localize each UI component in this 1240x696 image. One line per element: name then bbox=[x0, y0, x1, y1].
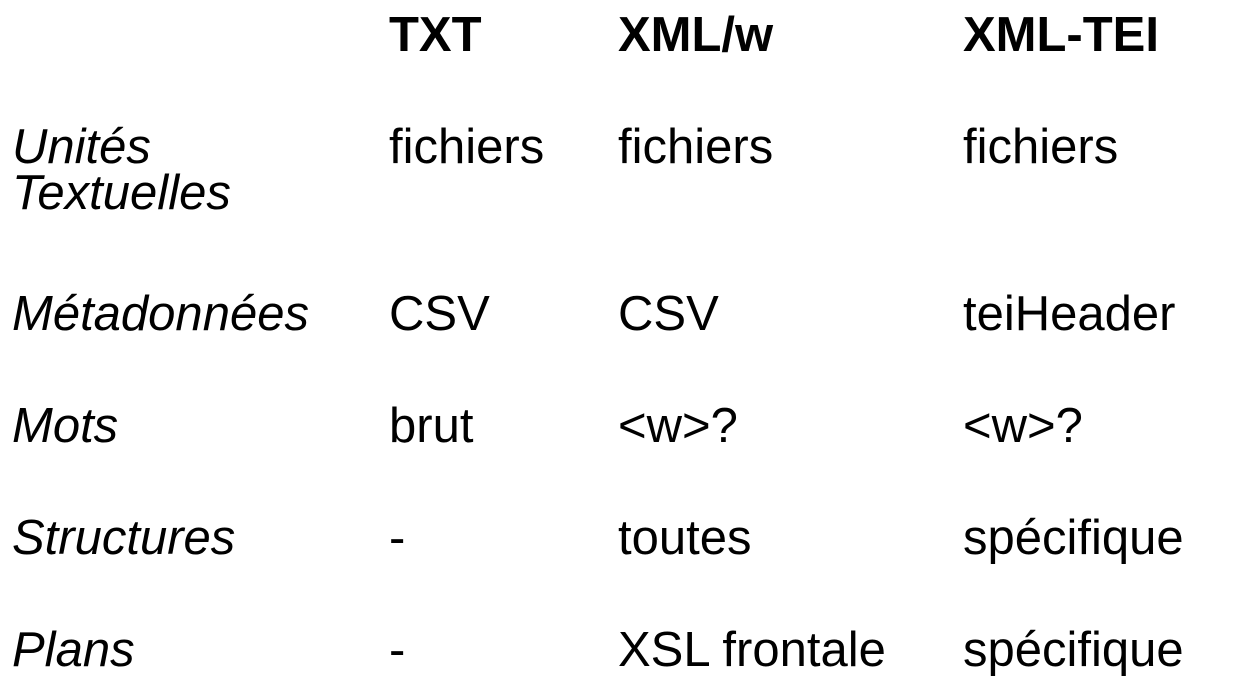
row-label-structures: Structures bbox=[12, 511, 236, 565]
table-cell: <w>? bbox=[618, 399, 738, 453]
table-cell: fichiers bbox=[389, 120, 545, 174]
table-cell: CSV bbox=[618, 287, 719, 341]
row-label-metadonnees: Métadonnées bbox=[12, 287, 309, 341]
table-cell: CSV bbox=[389, 287, 490, 341]
table-cell: brut bbox=[389, 399, 474, 453]
table-cell: - bbox=[389, 511, 406, 565]
column-header-xml-w: XML/w bbox=[618, 8, 774, 62]
column-header-xml-tei: XML-TEI bbox=[963, 8, 1159, 62]
table-cell: - bbox=[389, 623, 406, 677]
table-cell: teiHeader bbox=[963, 287, 1176, 341]
table-cell: <w>? bbox=[963, 399, 1083, 453]
column-header-txt: TXT bbox=[389, 8, 482, 62]
table-cell: toutes bbox=[618, 511, 752, 565]
table-cell: fichiers bbox=[963, 120, 1119, 174]
row-label-plans: Plans bbox=[12, 623, 135, 677]
table-cell: spécifique bbox=[963, 623, 1184, 677]
table-cell: XSL frontale bbox=[618, 623, 886, 677]
table-cell: spécifique bbox=[963, 511, 1184, 565]
row-label-mots: Mots bbox=[12, 399, 119, 453]
table-cell: fichiers bbox=[618, 120, 774, 174]
row-label-unites-textuelles: Unités Textuelles bbox=[12, 120, 231, 220]
